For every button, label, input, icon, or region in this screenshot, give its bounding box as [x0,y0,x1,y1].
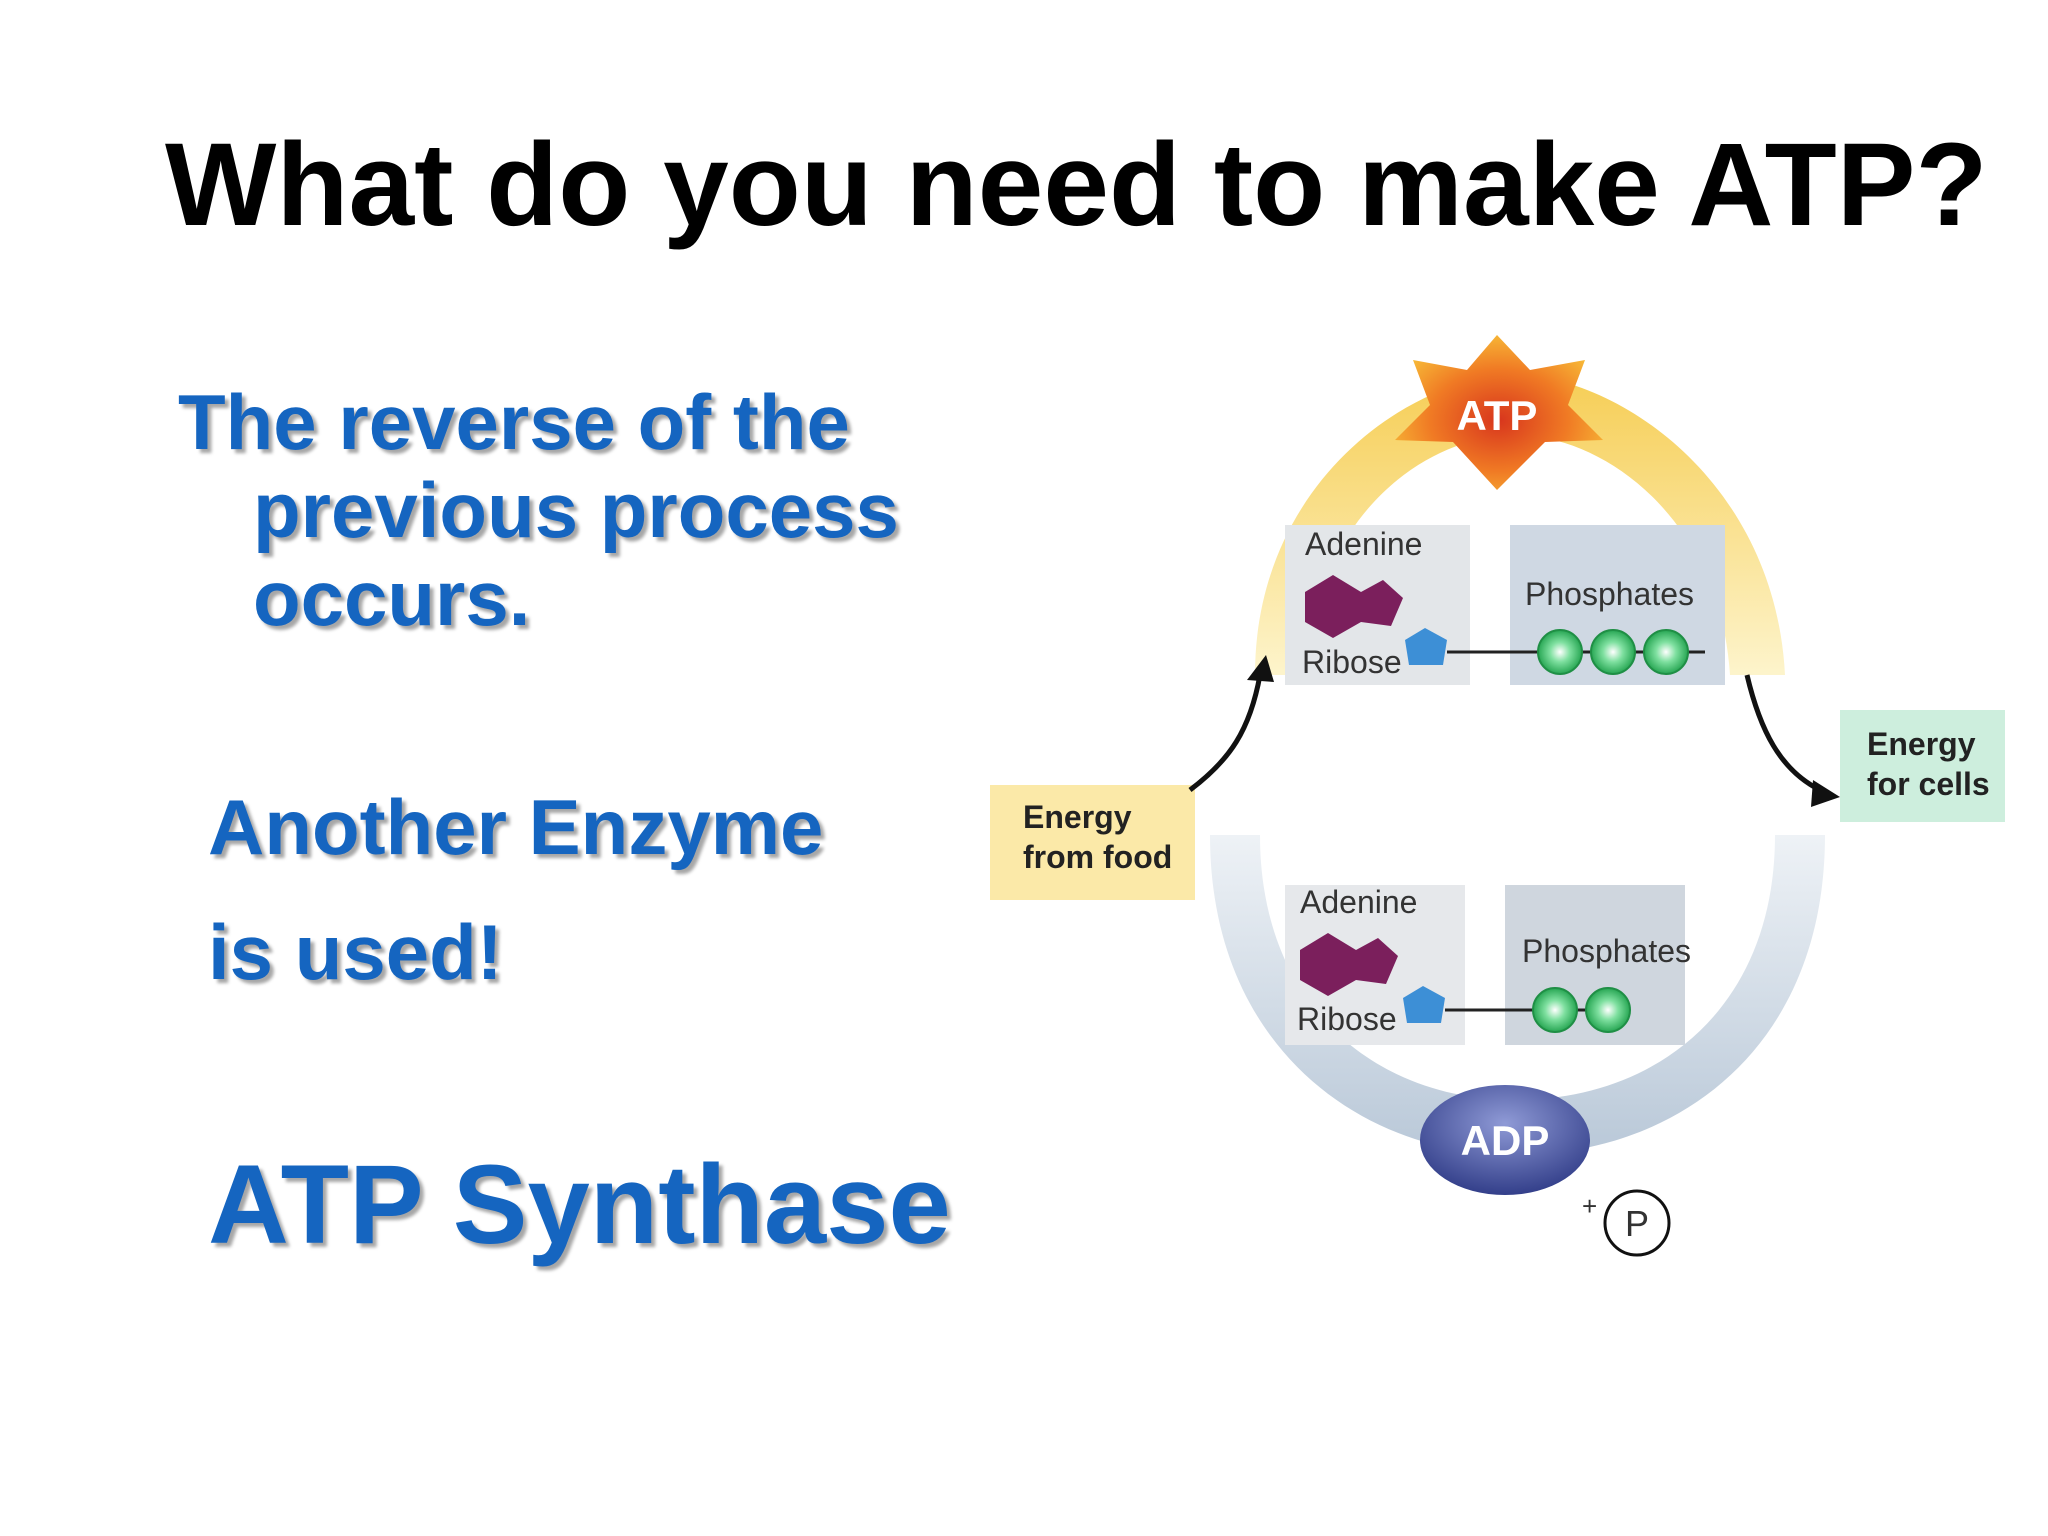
phosphate-ball-3-atp [1643,629,1689,675]
atp-adp-cycle-diagram: ATP Adenine Ribose Phosphates Adenine Ri… [985,330,2025,1290]
energy-out-line2: for cells [1867,766,1990,802]
point-reverse-line2: previous process [253,466,899,554]
adp-label: ADP [1461,1117,1550,1164]
phosphate-ball-1-atp [1537,629,1583,675]
energy-in-line1: Energy [1023,799,1132,835]
enzyme-name: ATP Synthase [208,1142,951,1267]
atp-ring-arc [1255,375,1785,675]
slide-title: What do you need to make ATP? [165,119,1988,251]
phosphate-ball-2-adp [1585,987,1631,1033]
adp-ring-arc [1210,835,1825,1155]
adenine-label-atp: Adenine [1305,526,1422,562]
ribose-label-adp: Ribose [1297,1001,1397,1037]
point-reverse-line1: The reverse of the [178,378,850,466]
plus-sign: + [1582,1191,1597,1221]
energy-in-line2: from food [1023,839,1172,875]
energy-for-cells-box [1840,710,2005,822]
adp-oval [1420,1085,1590,1195]
phosphates-label-adp: Phosphates [1522,933,1691,969]
ribose-shape-atp [1405,628,1447,665]
arrow-to-atp [1188,655,1274,792]
phosphates-label-atp: Phosphates [1525,576,1694,612]
arrow-to-cells [1744,674,1840,807]
adenine-shape-atp [1305,575,1403,638]
adenine-shape-adp [1300,933,1398,996]
ribose-label-atp: Ribose [1302,644,1402,680]
phosphate-circle [1603,1189,1671,1257]
point-reverse-line3: occurs. [253,554,531,642]
adenine-label-adp: Adenine [1300,884,1417,920]
cycle-svg: ATP Adenine Ribose Phosphates Adenine Ri… [990,335,2005,1257]
phosphate-symbol: P [1625,1203,1649,1244]
phosphate-ball-1-adp [1532,987,1578,1033]
point-reverse-process: The reverse of the previous process occu… [178,378,899,642]
atp-starburst [1395,335,1603,490]
phosphate-ball-2-atp [1590,629,1636,675]
atp-label: ATP [1457,392,1538,439]
point-enzyme-line1: Another Enzyme [208,783,824,871]
energy-out-line1: Energy [1867,726,1976,762]
ribose-shape-adp [1403,986,1445,1023]
point-another-enzyme: Another Enzyme is used! [208,765,823,1015]
point-enzyme-line2: is used! [208,908,503,996]
energy-from-food-box [990,785,1195,900]
